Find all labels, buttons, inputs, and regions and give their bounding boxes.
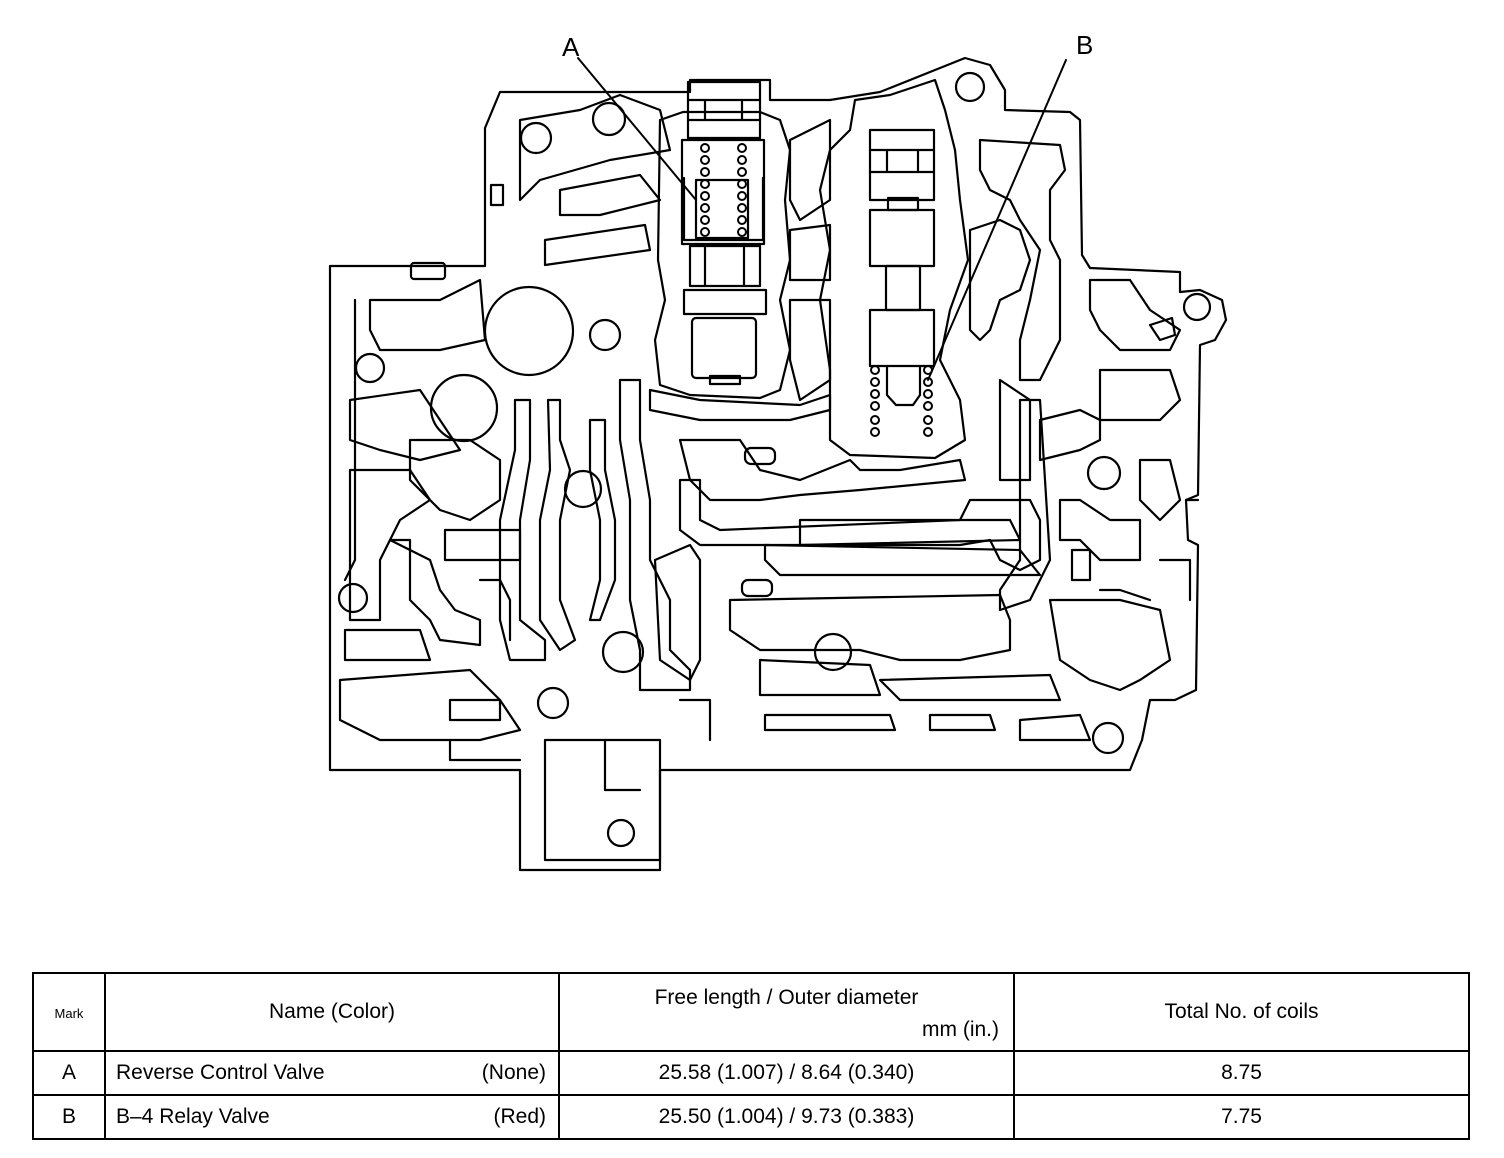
valve-b-bore <box>818 78 970 460</box>
table-header-row: Mark Name (Color) Free length / Outer di… <box>32 972 1470 1052</box>
callout-a-leader <box>577 57 697 201</box>
row-coils: 8.75 <box>1013 1050 1470 1096</box>
callout-label-b: B <box>1076 30 1094 60</box>
row-name-cell: Reverse Control Valve (None) <box>104 1050 560 1096</box>
valve-a-land-1 <box>688 244 762 288</box>
valve-a-land-2 <box>682 288 768 316</box>
row-name-cell: B–4 Relay Valve (Red) <box>104 1094 560 1140</box>
bolt-hole-6 <box>483 285 575 377</box>
row-length: 25.50 (1.004) / 9.73 (0.383) <box>558 1094 1015 1140</box>
valve-a-plug <box>690 316 758 380</box>
bolt-hole-3 <box>954 71 986 103</box>
valve-b-land-2 <box>868 308 936 368</box>
valve-b-cap <box>868 128 936 202</box>
header-length: Free length / Outer diameter mm (in.) <box>558 972 1015 1052</box>
valve-body-outline <box>328 56 1228 872</box>
valve-b-land-1 <box>868 208 936 268</box>
row-color: (None) <box>481 1061 546 1084</box>
header-name: Name (Color) <box>104 972 560 1052</box>
row-mark: A <box>32 1050 106 1096</box>
bolt-hole-10 <box>601 630 645 674</box>
row-name: Reverse Control Valve <box>116 1061 325 1084</box>
bolt-hole-13 <box>813 632 853 672</box>
header-length-line1: Free length / Outer diameter <box>654 986 919 1009</box>
row-color: (Red) <box>493 1105 546 1128</box>
header-length-line2: mm (in.) <box>922 1018 999 1041</box>
valve-a-spring-housing <box>680 138 766 246</box>
valve-a-spring-coils <box>700 143 747 237</box>
valve-body-diagram <box>328 56 1228 872</box>
table-row: A Reverse Control Valve (None) 25.58 (1.… <box>32 1050 1470 1096</box>
valve-a-bore <box>653 110 792 400</box>
bolt-hole-7 <box>429 373 499 443</box>
row-length: 25.58 (1.007) / 8.64 (0.340) <box>558 1050 1015 1096</box>
row-name: B–4 Relay Valve <box>116 1105 270 1128</box>
bolt-hole-1 <box>519 121 553 155</box>
callout-label-a: A <box>562 32 580 62</box>
bolt-hole-16 <box>1182 292 1212 322</box>
valve-a-cap <box>686 80 762 140</box>
bolt-hole-9 <box>337 582 369 614</box>
row-coils: 7.75 <box>1013 1094 1470 1140</box>
header-coils: Total No. of coils <box>1013 972 1470 1052</box>
bolt-hole-4 <box>588 318 622 352</box>
bolt-hole-15 <box>1091 721 1125 755</box>
row-mark: B <box>32 1094 106 1140</box>
bolt-hole-2 <box>591 101 627 137</box>
table-row: B B–4 Relay Valve (Red) 25.50 (1.004) / … <box>32 1094 1470 1140</box>
valve-b-spring-coils <box>870 365 933 437</box>
spring-spec-table: Mark Name (Color) Free length / Outer di… <box>32 972 1470 1140</box>
bolt-hole-14 <box>1086 455 1122 491</box>
bolt-hole-11 <box>536 686 570 720</box>
bolt-hole-12 <box>606 818 636 848</box>
callout-b-leader <box>927 59 1067 381</box>
bolt-hole-8 <box>563 469 603 509</box>
header-mark: Mark <box>32 972 106 1052</box>
header-mark-text: Mark <box>54 1006 84 1021</box>
bolt-hole-5 <box>354 352 386 384</box>
